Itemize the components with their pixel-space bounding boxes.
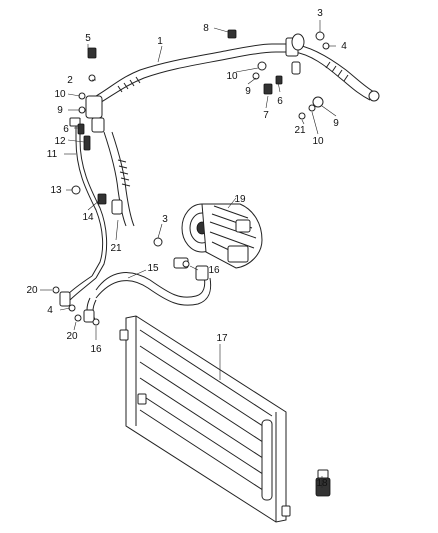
callout-6-right: 6 [277, 96, 283, 107]
callout-17: 17 [216, 333, 228, 344]
callout-19: 19 [234, 194, 246, 205]
callout-21-right: 21 [294, 125, 306, 136]
callout-20-left: 20 [26, 285, 38, 296]
callout-labels: 1 2 3 3 4 4 5 6 6 7 8 9 9 9 10 10 10 11 … [26, 8, 347, 489]
ac-liquid-line [59, 117, 108, 307]
callout-13: 13 [50, 185, 62, 196]
ac-suction-hose [85, 33, 380, 133]
ac-compressor-suction-hose [103, 131, 135, 227]
callout-4-top: 4 [341, 41, 347, 52]
callout-9-right: 9 [333, 118, 339, 129]
callout-4-bottom: 4 [47, 305, 53, 316]
callout-21-mid: 21 [110, 243, 122, 254]
callout-10-left: 10 [54, 89, 66, 100]
callout-5: 5 [85, 33, 91, 44]
callout-6-left: 6 [63, 124, 69, 135]
callout-11: 11 [47, 149, 58, 160]
callout-3-top: 3 [317, 8, 323, 19]
callout-1: 1 [157, 36, 163, 47]
ac-compressor [181, 203, 263, 269]
callout-10-right: 10 [312, 136, 324, 147]
callout-16-mid: 16 [208, 265, 220, 276]
callout-8: 8 [203, 23, 209, 34]
ac-condenser [119, 315, 291, 523]
small-parts [52, 29, 331, 497]
callout-2: 2 [67, 75, 73, 86]
callout-3-mid: 3 [162, 214, 168, 225]
callout-18: 18 [316, 478, 328, 489]
callout-9-mid: 9 [245, 86, 251, 97]
callout-12: 12 [54, 136, 66, 147]
callout-14: 14 [82, 212, 94, 223]
callout-9-left: 9 [57, 105, 63, 116]
callout-10-mid: 10 [226, 71, 238, 82]
callout-15: 15 [147, 263, 159, 274]
leader-lines [40, 20, 337, 488]
callout-7: 7 [263, 110, 269, 121]
callout-16-bottom: 16 [90, 344, 102, 355]
callout-20-bottom: 20 [66, 331, 78, 342]
ac-discharge-hose [83, 257, 212, 323]
